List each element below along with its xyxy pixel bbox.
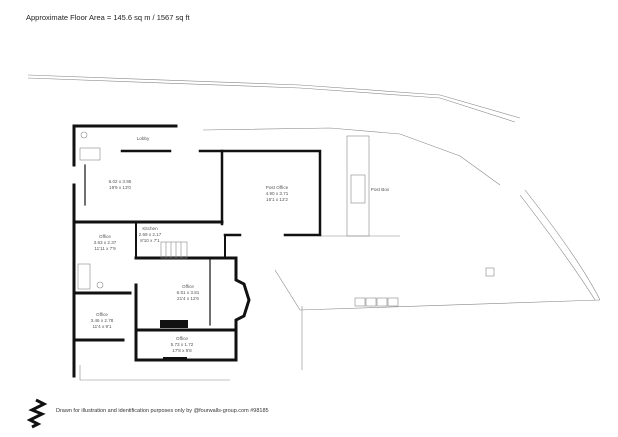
svg-text:4.90 x 3.71: 4.90 x 3.71 <box>266 191 289 196</box>
svg-text:Office: Office <box>96 312 108 317</box>
svg-text:Office: Office <box>99 234 111 239</box>
svg-text:Office: Office <box>182 284 194 289</box>
floor-area-title: Approximate Floor Area = 145.6 sq m / 15… <box>26 13 190 22</box>
staircase <box>160 241 188 259</box>
svg-text:Post Office: Post Office <box>266 185 289 190</box>
site-boundary <box>27 74 601 381</box>
room-label-office-3: Office 3.46 x 2.78 11'4 x 9'1 <box>91 312 114 329</box>
svg-text:Kitchen: Kitchen <box>142 226 158 231</box>
svg-text:19'9 x 13'0: 19'9 x 13'0 <box>109 185 131 190</box>
svg-text:6.51 x 3.81: 6.51 x 3.81 <box>177 290 200 295</box>
room-label-1: 6.02 x 3.95 19'9 x 13'0 <box>109 179 132 190</box>
svg-text:3.63 x 2.37: 3.63 x 2.37 <box>94 240 117 245</box>
walls <box>72 124 322 378</box>
footer-disclaimer: Drawn for illustration and identificatio… <box>56 408 269 414</box>
fireplace <box>160 320 188 328</box>
svg-text:6.02 x 3.95: 6.02 x 3.95 <box>109 179 132 184</box>
room-label-office-2: Office 6.51 x 3.81 21'4 x 12'6 <box>177 284 200 301</box>
room-label-office-4: Office 5.73 x 1.72 17'8 x 5'8 <box>171 336 194 353</box>
svg-text:2.69 x 2.17: 2.69 x 2.17 <box>139 232 162 237</box>
fixtures <box>77 131 104 290</box>
svg-text:5.73 x 1.72: 5.73 x 1.72 <box>171 342 194 347</box>
svg-text:21'4 x 12'6: 21'4 x 12'6 <box>177 296 199 301</box>
post-box-label: Post Box <box>371 187 390 192</box>
svg-text:11'11 x 7'9: 11'11 x 7'9 <box>94 246 116 251</box>
room-label-office-1: Office 3.63 x 2.37 11'11 x 7'9 <box>94 234 117 251</box>
room-label-kitchen: Kitchen 2.69 x 2.17 8'10 x 7'1 <box>139 226 162 243</box>
svg-text:8'10 x 7'1: 8'10 x 7'1 <box>140 238 160 243</box>
svg-text:Office: Office <box>176 336 188 341</box>
svg-text:17'8 x 5'8: 17'8 x 5'8 <box>172 348 192 353</box>
svg-text:11'4 x 9'1: 11'4 x 9'1 <box>92 324 111 329</box>
fourwalls-logo <box>26 398 48 429</box>
garden-blocks <box>354 267 495 307</box>
svg-text:16'1 x 12'2: 16'1 x 12'2 <box>266 197 288 202</box>
lobby-label: Lobby <box>137 136 150 141</box>
room-label-post-office: Post Office 4.90 x 3.71 16'1 x 12'2 <box>266 185 289 202</box>
svg-text:3.46 x 2.78: 3.46 x 2.78 <box>91 318 114 323</box>
post-box-structure <box>320 135 400 237</box>
